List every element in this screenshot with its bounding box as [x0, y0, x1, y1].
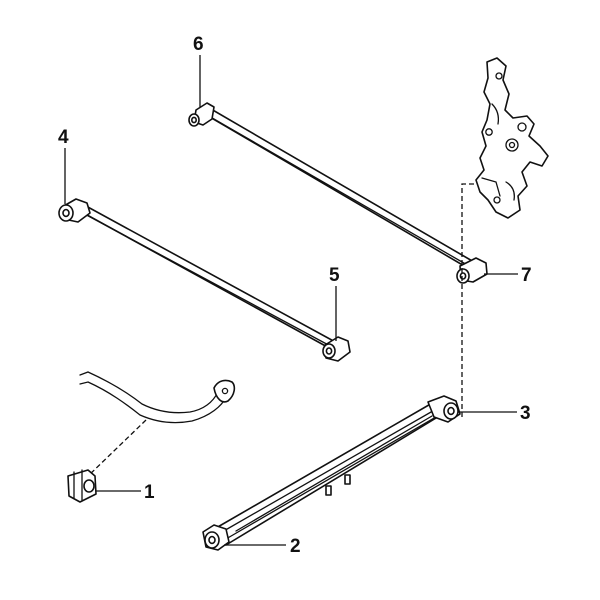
callout-4: 4: [58, 127, 69, 148]
callout-5: 5: [329, 265, 340, 286]
arm-studs: [325, 474, 351, 496]
bushing-3: [427, 395, 461, 423]
leader-lines: [64, 55, 518, 546]
stabilizer-bar: [79, 371, 236, 424]
stabilizer-bushing-icon: [67, 469, 97, 503]
lower-lateral-rod: [58, 198, 351, 362]
knuckle-icon: [475, 57, 549, 219]
lower-control-arm: [202, 395, 461, 551]
mount-reference-line: [461, 183, 474, 420]
bushing-2: [202, 524, 230, 551]
stabilizer-reference-line: [85, 419, 147, 479]
callout-7: 7: [521, 265, 532, 286]
bushing-5: [322, 336, 351, 362]
callout-2: 2: [290, 536, 301, 557]
bushing-6: [188, 102, 215, 127]
upper-lateral-rod: [188, 102, 488, 284]
callout-6: 6: [193, 34, 204, 55]
bushing-4: [58, 198, 91, 223]
callout-1: 1: [144, 482, 155, 503]
callout-3: 3: [520, 403, 531, 424]
